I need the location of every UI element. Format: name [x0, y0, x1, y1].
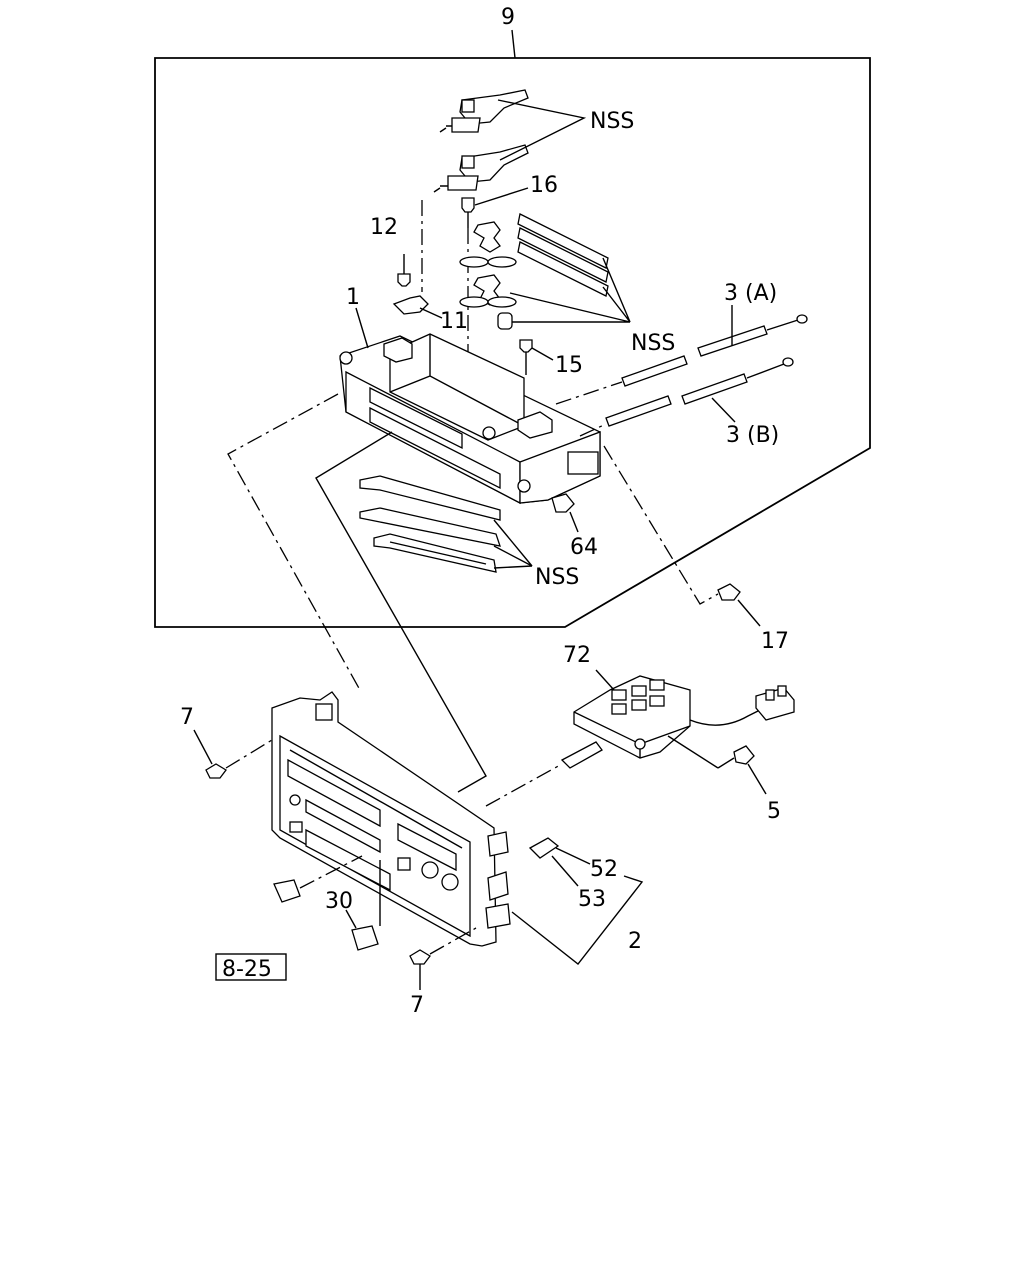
callout-12: 12 [370, 215, 398, 240]
screw-64 [551, 493, 575, 513]
align-line-7top [225, 739, 273, 769]
leader-17 [737, 599, 761, 627]
callout-52: 52 [590, 857, 618, 882]
align-line-7bot [429, 927, 477, 955]
callout-5: 5 [767, 799, 781, 824]
leader-9 [511, 29, 516, 59]
leader-64 [569, 511, 579, 533]
leader-nss-mid-b [509, 292, 631, 323]
leader-nss-low-b [493, 565, 533, 569]
assembly-frame [154, 57, 871, 628]
callout-15: 15 [555, 353, 583, 378]
callout-2: 2 [628, 929, 642, 954]
align-line-center [315, 431, 487, 793]
slider-plates [359, 475, 501, 573]
leader-5b [717, 757, 735, 769]
leader-3b [711, 397, 736, 423]
align-line-825 [299, 855, 363, 889]
align-line-3b [579, 423, 607, 437]
leader-52 [555, 847, 591, 865]
callout-nss-low: NSS [535, 565, 579, 590]
leader-nss-top [497, 99, 587, 161]
callout-nss-top: NSS [590, 109, 634, 134]
knob-cap-8-25 [273, 879, 301, 903]
leader-53 [551, 855, 579, 887]
leader-5a [667, 735, 719, 769]
callout-8-25: 8-25 [222, 957, 272, 982]
align-line-left [227, 393, 361, 691]
callout-72: 72 [563, 643, 591, 668]
callout-3b: 3 (B) [726, 423, 779, 448]
leader-16 [474, 187, 529, 206]
callout-30: 30 [325, 889, 353, 914]
shaft-3b-parts [605, 357, 794, 427]
align-line-72 [485, 763, 563, 807]
control-panel-bezel [271, 691, 511, 947]
screw-15 [519, 339, 533, 353]
screw-17 [717, 583, 741, 601]
leader-72 [595, 669, 615, 691]
leader-1 [355, 307, 369, 349]
callout-16: 16 [530, 173, 558, 198]
callout-7-top: 7 [180, 705, 194, 730]
leader-5c [747, 763, 767, 795]
align-line-17 [603, 445, 719, 605]
bracket-11 [392, 295, 429, 315]
flat-plates [517, 213, 609, 297]
leader-30 [345, 909, 357, 929]
leader-2 [511, 875, 644, 965]
callout-64: 64 [570, 535, 598, 560]
align-line-3a [555, 381, 623, 405]
callout-1: 1 [346, 285, 360, 310]
knob-30 [351, 925, 379, 951]
servo-actuator [560, 675, 795, 769]
callout-53: 53 [578, 887, 606, 912]
leader-nss-low-a [493, 519, 533, 567]
leader-11 [419, 307, 443, 319]
screw-5 [733, 745, 755, 765]
callout-7-bottom: 7 [410, 993, 424, 1018]
cable-end-upper [439, 89, 529, 133]
callout-3a: 3 (A) [724, 281, 777, 306]
heater-control-housing [339, 333, 601, 505]
callout-9: 9 [501, 5, 515, 30]
screw-12 [397, 273, 411, 287]
screw-7-top [205, 763, 227, 779]
callout-11: 11 [440, 309, 468, 334]
callout-17: 17 [761, 629, 789, 654]
pin-52-53 [528, 837, 560, 859]
cam-parts [459, 221, 517, 330]
screw-16 [461, 197, 475, 213]
ref-box-8-25 [215, 953, 287, 981]
callout-nss-mid: NSS [631, 331, 675, 356]
cable-end-lower [433, 144, 529, 193]
screw-7-bottom [409, 949, 431, 965]
leader-7-top [193, 729, 213, 765]
leader-15 [531, 347, 554, 361]
